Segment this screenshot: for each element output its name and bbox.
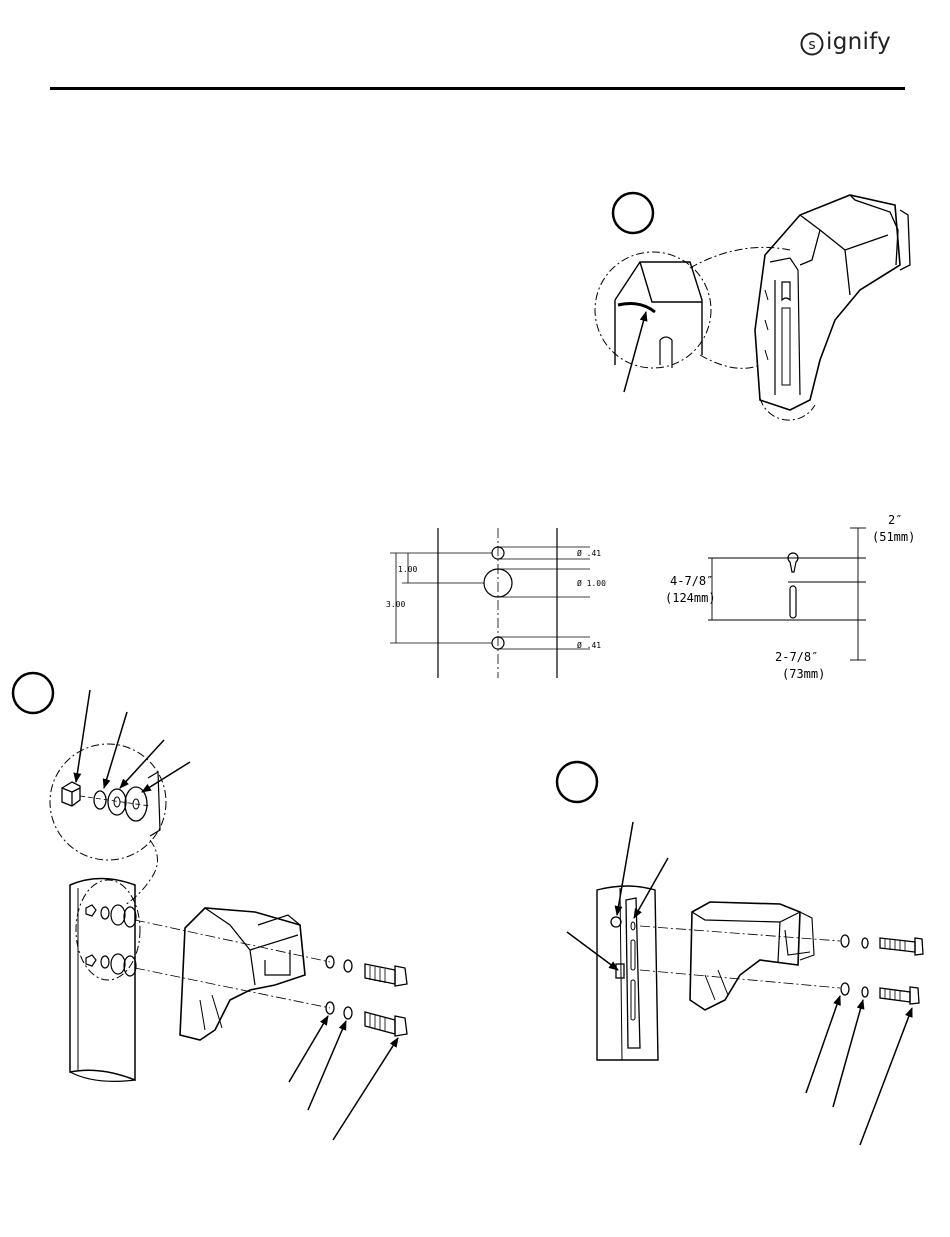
slot-bottom-mm: (73mm) xyxy=(782,667,825,681)
bracket-fig2 xyxy=(180,908,305,1040)
hole-pattern-drawing xyxy=(390,528,590,678)
step-circle-2 xyxy=(13,673,53,713)
long-slot xyxy=(790,586,796,618)
dim-spacing-label: 1.00 xyxy=(398,565,417,574)
lock-washer-detail xyxy=(94,791,106,809)
dia-large-label: Ø 1.00 xyxy=(577,578,606,588)
nut-detail xyxy=(62,782,80,806)
figure-1-bracket-detail xyxy=(595,193,910,420)
dia-small-top-label: Ø .41 xyxy=(577,548,601,558)
dia-small-bottom-label: Ø .41 xyxy=(577,640,601,650)
slot-top-in: 2″ xyxy=(888,513,902,527)
slot-mid-mm: (124mm) xyxy=(665,591,716,605)
mounting-strap xyxy=(626,898,640,1048)
slot-pattern-drawing xyxy=(708,528,866,660)
figure-2-round-pole-mounting xyxy=(13,673,407,1140)
step-circle-3 xyxy=(557,762,597,802)
figure-3-square-pole-mounting xyxy=(557,762,923,1145)
dim-total-label: 3.00 xyxy=(386,600,405,609)
slot-mid-in: 4-7/8″ xyxy=(670,574,713,588)
step-circle-1 xyxy=(613,193,653,233)
slot-top-mm: (51mm) xyxy=(872,530,915,544)
keyhole-slot xyxy=(788,553,798,572)
slot-bottom-in: 2-7/8″ xyxy=(775,650,818,664)
bracket-fig3 xyxy=(690,902,800,1010)
